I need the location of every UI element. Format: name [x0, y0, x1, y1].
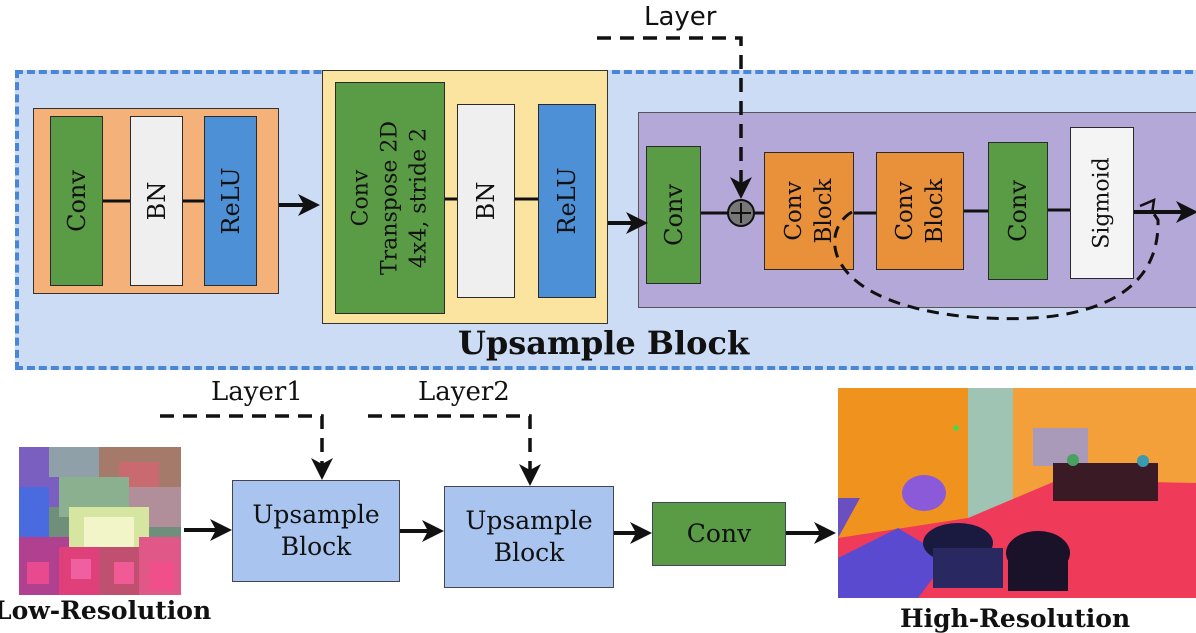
group3-conv-b-box: Conv [988, 142, 1048, 280]
group3-sigmoid-label: Sigmoid [1089, 157, 1115, 249]
upsample2-line2: Block [493, 538, 565, 567]
upsample1-line1: Upsample [252, 500, 380, 529]
final-conv-label: Conv [686, 519, 752, 548]
group2-conv-line1: Conv [348, 169, 374, 227]
group2-conv-line2: Transpose 2D [377, 120, 403, 276]
group3-conv-a-label: Conv [659, 184, 688, 246]
layer2-label: Layer2 [418, 377, 510, 407]
upsample-block-1: Upsample Block [232, 480, 400, 582]
group3-convblock2-box: Conv Block [876, 152, 964, 270]
group2-bn-box: BN [457, 104, 515, 298]
group3-conv-a-box: Conv [646, 146, 701, 284]
upsample1-line2: Block [280, 532, 352, 561]
group2-bn-label: BN [472, 181, 500, 221]
group1-bn-box: BN [130, 116, 183, 286]
final-conv-box: Conv [652, 502, 786, 566]
upsample-block-title: Upsample Block [458, 324, 750, 362]
group3-conv-b-label: Conv [1004, 180, 1032, 242]
group2-conv-transpose-text: Conv Transpose 2D 4x4, stride 2 [347, 121, 434, 275]
group1-conv-box: Conv [50, 116, 103, 286]
group1-relu-box: ReLU [204, 116, 257, 286]
high-resolution-image [838, 388, 1196, 598]
group2-relu-box: ReLU [538, 104, 596, 298]
group1-bn-label: BN [142, 181, 171, 221]
convblock2-line1: Conv [892, 181, 918, 241]
upsample-block-2: Upsample Block [444, 486, 614, 588]
convblock1-line2: Block [811, 178, 837, 244]
group2-conv-line3: 4x4, stride 2 [406, 127, 432, 269]
upsample2-line1: Upsample [465, 506, 593, 535]
group3-sigmoid-box: Sigmoid [1070, 127, 1134, 279]
top-layer-label: Layer [644, 2, 717, 32]
low-resolution-image [19, 447, 181, 595]
low-resolution-caption: Low-Resolution [0, 596, 212, 625]
group1-relu-label: ReLU [216, 167, 245, 235]
group3-convblock1-text: Conv Block [779, 179, 839, 244]
high-resolution-caption: High-Resolution [900, 604, 1131, 633]
group2-conv-transpose-box: Conv Transpose 2D 4x4, stride 2 [335, 82, 445, 314]
group2-relu-label: ReLU [553, 167, 581, 235]
convblock1-line1: Conv [781, 181, 807, 241]
group3-convblock2-text: Conv Block [890, 179, 950, 244]
group1-conv-label: Conv [62, 170, 91, 232]
layer2-dashed-input [368, 414, 541, 486]
layer1-dashed-input [160, 414, 333, 480]
layer1-label: Layer1 [211, 377, 303, 407]
convblock2-line2: Block [922, 178, 948, 244]
group3-convblock1-box: Conv Block [764, 152, 854, 270]
